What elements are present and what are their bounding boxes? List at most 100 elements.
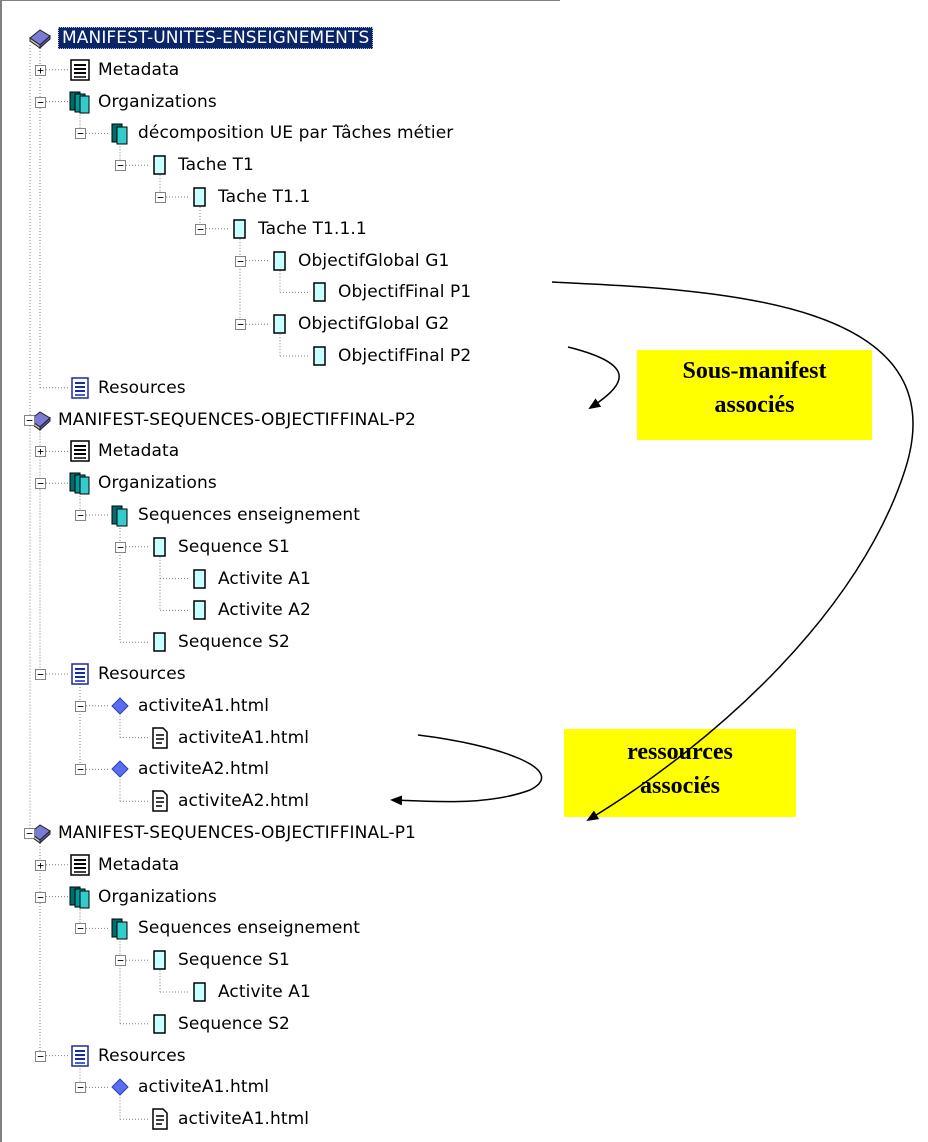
tree-node[interactable]: Organizations bbox=[68, 882, 217, 912]
collapse-toggle[interactable]: − bbox=[75, 923, 86, 935]
collapse-toggle[interactable]: − bbox=[35, 96, 46, 108]
tree-node[interactable]: activiteA2.html bbox=[148, 786, 309, 816]
tree-node[interactable]: Metadata bbox=[68, 436, 179, 466]
tree-node-label: Sequence S1 bbox=[178, 536, 290, 557]
tree-node-label: activiteA1.html bbox=[178, 727, 310, 748]
tree-node[interactable]: Activite A1 bbox=[188, 564, 311, 594]
tree-node[interactable]: ObjectifFinal P2 bbox=[308, 341, 471, 371]
tree-node[interactable]: activiteA1.html bbox=[148, 723, 309, 753]
tree-node[interactable]: Tache T1 bbox=[148, 150, 254, 180]
collapse-toggle[interactable]: − bbox=[115, 955, 126, 967]
tree-node[interactable]: décomposition UE par Tâches métier bbox=[108, 118, 453, 148]
collapse-toggle[interactable]: − bbox=[35, 669, 46, 680]
collapse-toggle[interactable]: − bbox=[235, 319, 246, 331]
panel-left-border bbox=[0, 0, 2, 1142]
tree-node[interactable]: ObjectifFinal P1 bbox=[308, 277, 471, 307]
tree-node[interactable]: Activite A1 bbox=[188, 977, 311, 1007]
tree-node-label: Activite A1 bbox=[218, 982, 311, 1002]
tree-node[interactable]: Resources bbox=[68, 373, 186, 403]
callout-ressources-line1: ressources bbox=[627, 739, 733, 765]
tree-node-label: ObjectifGlobal G2 bbox=[298, 314, 450, 335]
item-icon bbox=[228, 217, 252, 241]
tree-node-label: MANIFEST-SEQUENCES-OBJECTIFFINAL-P1 bbox=[58, 823, 416, 843]
expand-toggle[interactable]: + bbox=[35, 446, 46, 458]
tree-node[interactable]: Sequence S1 bbox=[148, 945, 290, 975]
tree-node[interactable]: Sequence S1 bbox=[148, 532, 290, 562]
tree-node[interactable]: Resources bbox=[68, 659, 186, 689]
collapse-toggle[interactable]: − bbox=[195, 223, 206, 235]
expand-toggle[interactable]: + bbox=[35, 859, 46, 871]
organizations-icon bbox=[68, 90, 92, 114]
tree-node[interactable]: Tache T1.1 bbox=[188, 182, 310, 212]
item-icon bbox=[148, 1012, 172, 1036]
panel-top-border bbox=[0, 0, 560, 1]
collapse-toggle[interactable]: − bbox=[155, 192, 166, 203]
tree-node[interactable]: MANIFEST-UNITES-ENSEIGNEMENTS bbox=[28, 23, 374, 53]
collapse-toggle[interactable]: − bbox=[75, 1082, 86, 1094]
tree-node[interactable]: activiteA1.html bbox=[108, 691, 269, 721]
tree-node-label: MANIFEST-UNITES-ENSEIGNEMENTS bbox=[58, 27, 374, 49]
tree-node[interactable]: ObjectifGlobal G2 bbox=[268, 309, 449, 339]
resource-diamond-icon bbox=[108, 1075, 132, 1099]
tree-node[interactable]: activiteA1.html bbox=[148, 1104, 309, 1134]
callout-ressources: ressources associés bbox=[564, 729, 796, 817]
tree-node[interactable]: ObjectifGlobal G1 bbox=[268, 246, 449, 276]
collapse-toggle[interactable]: − bbox=[75, 128, 86, 140]
tree-node-label: Activite A2 bbox=[218, 600, 311, 621]
item-icon bbox=[148, 535, 172, 559]
collapse-toggle[interactable]: − bbox=[235, 255, 246, 267]
tree-node[interactable]: MANIFEST-SEQUENCES-OBJECTIFFINAL-P1 bbox=[28, 818, 416, 848]
collapse-toggle[interactable]: − bbox=[75, 700, 86, 712]
tree-node[interactable]: Metadata bbox=[68, 850, 179, 880]
item-icon bbox=[268, 312, 292, 336]
tree-node[interactable]: activiteA2.html bbox=[108, 754, 269, 784]
tree-node[interactable]: Sequences enseignement bbox=[108, 500, 360, 530]
tree-node-label: activiteA1.html bbox=[178, 1109, 310, 1130]
tree-node-label: Metadata bbox=[98, 854, 180, 875]
tree-node-label: Tache T1 bbox=[178, 155, 254, 176]
tree-node[interactable]: Metadata bbox=[68, 55, 179, 85]
tree-node[interactable]: Sequence S2 bbox=[148, 1009, 290, 1039]
tree-node-label: décomposition UE par Tâches métier bbox=[138, 123, 454, 144]
organization-icon bbox=[108, 121, 132, 145]
tree-node-label: Sequence S2 bbox=[178, 1013, 290, 1034]
collapse-toggle[interactable]: − bbox=[35, 891, 46, 903]
organization-icon bbox=[108, 503, 132, 527]
tree-node[interactable]: Sequence S2 bbox=[148, 627, 290, 657]
tree-node[interactable]: Activite A2 bbox=[188, 595, 311, 625]
collapse-toggle[interactable]: − bbox=[75, 510, 86, 521]
collapse-toggle[interactable]: − bbox=[24, 414, 35, 426]
tree-node-label: ObjectifFinal P1 bbox=[338, 282, 472, 303]
tree-node-label: Activite A1 bbox=[218, 568, 311, 589]
expand-toggle[interactable]: + bbox=[35, 64, 46, 76]
tree-node[interactable]: Organizations bbox=[68, 468, 217, 498]
tree-node-label: Resources bbox=[98, 377, 186, 398]
resources-icon bbox=[68, 376, 92, 400]
tree-node[interactable]: activiteA1.html bbox=[108, 1072, 269, 1102]
item-icon bbox=[188, 980, 212, 1004]
tree-node[interactable]: MANIFEST-SEQUENCES-OBJECTIFFINAL-P2 bbox=[28, 405, 416, 435]
collapse-toggle[interactable]: − bbox=[115, 541, 126, 553]
tree-node-label: ObjectifFinal P2 bbox=[338, 346, 472, 366]
collapse-toggle[interactable]: − bbox=[115, 160, 126, 172]
item-icon bbox=[308, 344, 332, 368]
collapse-toggle[interactable]: − bbox=[75, 764, 86, 776]
tree-node-label: MANIFEST-SEQUENCES-OBJECTIFFINAL-P2 bbox=[58, 409, 416, 430]
collapse-toggle[interactable]: − bbox=[35, 1050, 46, 1062]
callout-ressources-line2: associés bbox=[640, 773, 720, 799]
tree-node[interactable]: Tache T1.1.1 bbox=[228, 214, 367, 244]
tree-node[interactable]: Resources bbox=[68, 1041, 186, 1071]
collapse-toggle[interactable]: − bbox=[35, 478, 46, 490]
collapse-toggle[interactable]: − bbox=[24, 828, 35, 839]
tree-node-label: Sequences enseignement bbox=[138, 918, 361, 939]
tree-node-label: activiteA2.html bbox=[178, 791, 310, 812]
callout-sous-manifest-line2: associés bbox=[714, 392, 795, 418]
tree-node-label: Metadata bbox=[98, 441, 180, 462]
item-icon bbox=[188, 185, 212, 209]
tree-node[interactable]: Sequences enseignement bbox=[108, 913, 360, 943]
tree-node-label: Resources bbox=[98, 664, 186, 684]
tree-node-label: Sequences enseignement bbox=[138, 505, 361, 525]
tree-node-label: Metadata bbox=[98, 59, 180, 80]
file-icon bbox=[148, 789, 172, 813]
tree-node[interactable]: Organizations bbox=[68, 87, 217, 117]
